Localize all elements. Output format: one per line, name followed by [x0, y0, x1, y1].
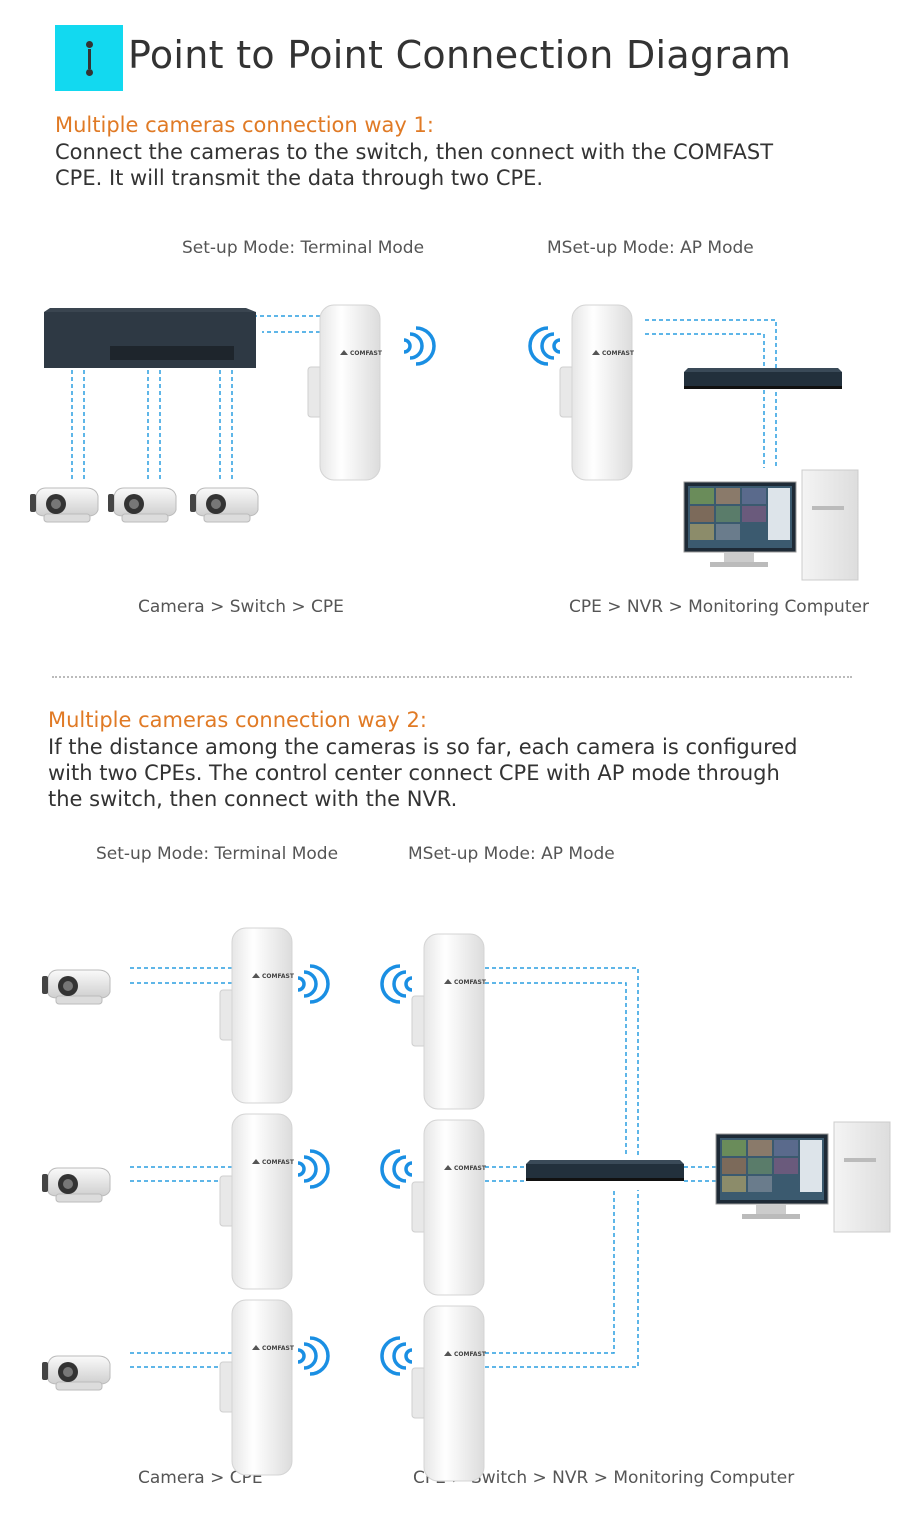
section2-mode-right: MSet-up Mode: AP Mode	[408, 844, 615, 864]
monitoring-computer	[683, 469, 859, 581]
cpe-ap-device	[411, 933, 488, 1110]
section1-heading: Multiple cameras connection way 1:	[55, 113, 434, 137]
camera-device	[189, 487, 259, 523]
section1-caption-left: Camera > Switch > CPE	[138, 597, 344, 617]
section1-caption-right: CPE > NVR > Monitoring Computer	[569, 597, 869, 617]
camera-device	[41, 1167, 111, 1203]
camera-device	[29, 487, 99, 523]
wifi-signal-icon	[296, 1149, 330, 1189]
cpe-terminal-device	[219, 1299, 296, 1476]
wifi-signal-icon	[380, 1336, 414, 1376]
wifi-signal-icon	[296, 1336, 330, 1376]
section2-description: If the distance among the cameras is so …	[48, 735, 798, 811]
cpe-terminal-device	[219, 927, 296, 1104]
vertical-connection-icon	[86, 41, 93, 48]
section2-heading: Multiple cameras connection way 2:	[48, 708, 427, 732]
cpe-ap-device	[411, 1305, 488, 1482]
wifi-signal-icon	[528, 326, 562, 366]
camera-device	[41, 969, 111, 1005]
cpe-ap-device	[411, 1119, 488, 1296]
section1-description: Connect the cameras to the switch, then …	[55, 140, 774, 190]
section2-caption-right: CPE > Switch > NVR > Monitoring Computer	[413, 1468, 795, 1488]
title-icon-box	[55, 25, 123, 91]
section2-caption-left: Camera > CPE	[138, 1468, 263, 1488]
section1-mode-left: Set-up Mode: Terminal Mode	[182, 238, 425, 258]
switch-device	[44, 308, 256, 368]
wifi-signal-icon	[296, 964, 330, 1004]
camera-device	[107, 487, 177, 523]
nvr-device	[684, 368, 842, 389]
monitoring-computer	[715, 1121, 891, 1233]
section2-mode-left: Set-up Mode: Terminal Mode	[96, 844, 339, 864]
cpe-ap-device	[559, 304, 636, 481]
camera-device	[41, 1355, 111, 1391]
switch-nvr-device	[526, 1160, 684, 1181]
wifi-signal-icon	[402, 326, 436, 366]
cpe-terminal-device	[219, 1113, 296, 1290]
page-title: Point to Point Connection Diagram	[128, 33, 792, 77]
wifi-signal-icon	[380, 964, 414, 1004]
section1-mode-right: MSet-up Mode: AP Mode	[547, 238, 754, 258]
section-divider	[52, 676, 852, 678]
wifi-signal-icon	[380, 1149, 414, 1189]
